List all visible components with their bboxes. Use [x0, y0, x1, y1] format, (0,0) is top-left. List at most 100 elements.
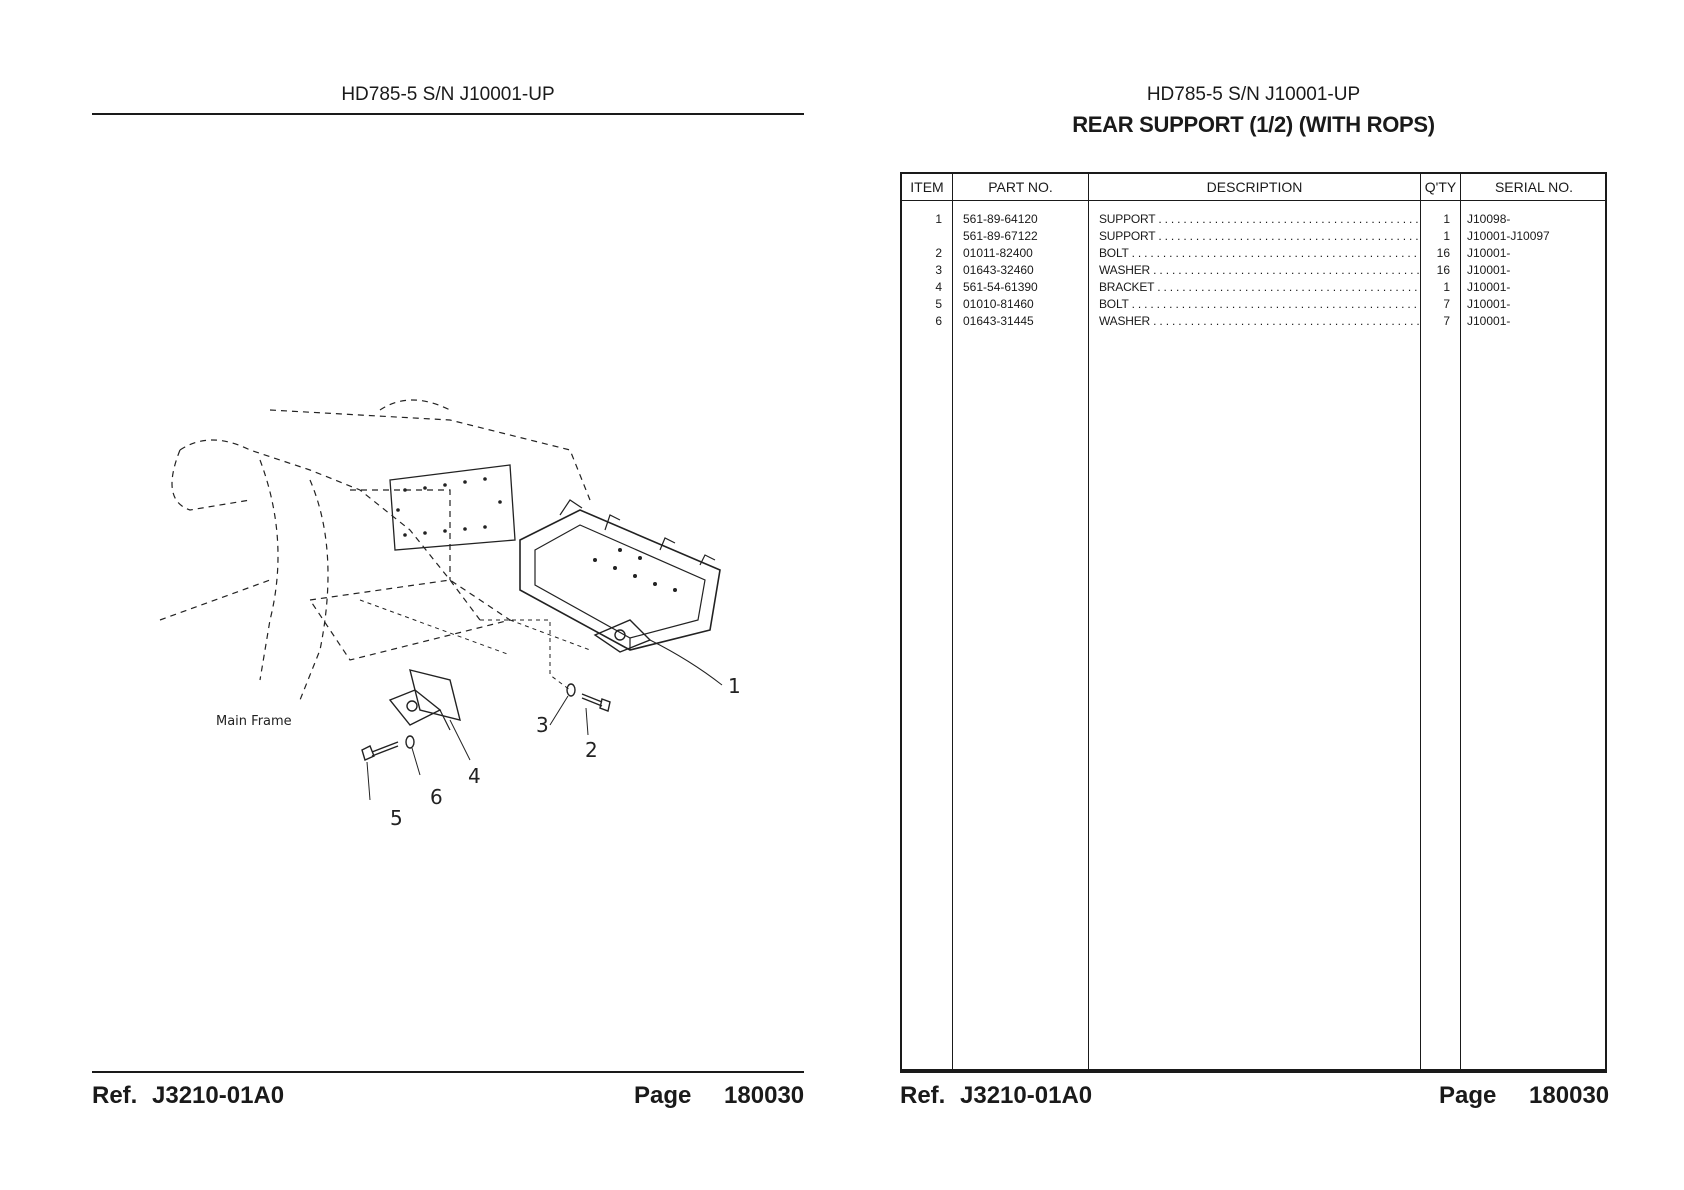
cell-item: 2: [935, 246, 942, 260]
cell-item: 5: [935, 297, 942, 311]
callout-1: 1: [728, 674, 741, 698]
left-footer-rule: [92, 1071, 804, 1073]
left-ref-label: Ref.: [92, 1082, 138, 1109]
description-text: SUPPORT: [1099, 212, 1156, 226]
description-text: BOLT: [1099, 246, 1129, 260]
cell-qty: 16: [1436, 263, 1450, 277]
right-footer-rule: [900, 1071, 1607, 1073]
callout-2: 2: [585, 738, 598, 762]
support-item-1: [519, 509, 721, 651]
col-header-description: DESCRIPTION: [1206, 179, 1303, 195]
callout-5: 5: [390, 806, 403, 830]
description-text: BRACKET: [1099, 280, 1155, 294]
cell-item: [902, 228, 942, 245]
frame-rail-left: [259, 459, 279, 681]
washer-item-6: [405, 735, 415, 749]
cell-part-no: 561-54-61390: [963, 280, 1038, 294]
callout-3: 3: [536, 713, 549, 737]
right-ref-label: Ref.: [900, 1082, 946, 1109]
cell-description: WASHER . . . . . . . . . . . . . . . . .…: [1099, 313, 1419, 330]
left-page-value: 180030: [724, 1082, 805, 1109]
table-row: 2 01011-82400 BOLT . . . . . . . . . . . .…: [902, 245, 1605, 262]
washer-item-3: [566, 683, 576, 697]
cell-description: SUPPORT . . . . . . . . . . . . . . . . …: [1099, 228, 1419, 245]
leader-dots: . . . . . . . . . . . . . . . . . . . . …: [1131, 297, 1419, 311]
cell-description: BRACKET . . . . . . . . . . . . . . . . …: [1099, 279, 1419, 296]
col-header-qty: Q'TY: [1424, 179, 1457, 195]
cell-item: 6: [935, 314, 942, 328]
left-header-rule: [92, 113, 804, 115]
table-row: 4 561-54-61390 BRACKET . . . . . . . . . .…: [902, 279, 1605, 296]
cell-part-no: 01011-82400: [963, 246, 1033, 260]
cell-serial: J10001-: [1467, 297, 1511, 311]
cell-part-no: 561-89-64120: [963, 212, 1038, 226]
frame-outline-mid: [179, 439, 481, 621]
cell-serial: J10001-: [1467, 246, 1511, 260]
leader-dots: . . . . . . . . . . . . . . . . . . . . …: [1158, 212, 1419, 226]
leader-dots: . . . . . . . . . . . . . . . . . . . . …: [1153, 314, 1419, 328]
callout-6: 6: [430, 785, 443, 809]
table-row: 5 01010-81460 BOLT . . . . . . . . . . . .…: [902, 296, 1605, 313]
cell-qty: 1: [1443, 212, 1450, 226]
left-ref-value: J3210-01A0: [152, 1082, 285, 1109]
description-text: SUPPORT: [1099, 229, 1156, 243]
col-header-serial-no: SERIAL NO.: [1494, 179, 1574, 195]
leader-dots: . . . . . . . . . . . . . . . . . . . . …: [1131, 246, 1419, 260]
cell-qty: 7: [1443, 297, 1450, 311]
leader-dots: . . . . . . . . . . . . . . . . . . . . …: [1157, 280, 1419, 294]
left-page-header: HD785-5 S/N J10001-UP: [341, 84, 555, 105]
cell-description: WASHER . . . . . . . . . . . . . . . . .…: [1099, 262, 1419, 279]
cell-item: 1: [935, 212, 942, 226]
page-title: REAR SUPPORT (1/2) (WITH ROPS): [1072, 112, 1435, 137]
col-header-part-no: PART NO.: [988, 179, 1053, 195]
cell-serial: J10001-: [1467, 263, 1511, 277]
right-ref-value: J3210-01A0: [960, 1082, 1093, 1109]
frame-outline-left: [171, 449, 251, 511]
description-text: WASHER: [1099, 314, 1151, 328]
cell-item: 4: [935, 280, 942, 294]
frame-top-arc: [379, 399, 451, 411]
frame-rail-right: [299, 479, 329, 701]
cell-part-no: 561-89-67122: [963, 229, 1038, 243]
parts-table: ITEM PART NO. DESCRIPTION Q'TY SERIAL NO…: [900, 172, 1607, 1071]
left-page-label: Page: [634, 1082, 692, 1109]
cell-description: BOLT . . . . . . . . . . . . . . . . . .…: [1099, 296, 1419, 313]
leader-dots: . . . . . . . . . . . . . . . . . . . . …: [1158, 229, 1419, 243]
cell-serial: J10001-: [1467, 280, 1511, 294]
right-page-header: HD785-5 S/N J10001-UP: [1146, 84, 1361, 105]
main-frame-label: Main Frame: [216, 714, 292, 729]
bolt-item-5: [371, 741, 399, 757]
mount-plate: [389, 464, 516, 551]
table-row: 1 561-89-64120 SUPPORT . . . . . . . . . .…: [902, 211, 1605, 228]
frame-outline-top: [269, 409, 591, 501]
callout-4: 4: [468, 764, 481, 788]
right-page-number: Page 180030: [1439, 1082, 1609, 1110]
table-row: 561-89-67122 SUPPORT . . . . . . . . . . …: [902, 228, 1605, 245]
cell-qty: 1: [1443, 280, 1450, 294]
cell-part-no: 01643-31445: [963, 314, 1034, 328]
support-holes: [593, 548, 677, 592]
bracket-item-4: [409, 669, 461, 721]
cell-serial: J10098-: [1467, 212, 1511, 226]
description-text: WASHER: [1099, 263, 1151, 277]
right-ref: Ref. J3210-01A0: [900, 1082, 1092, 1110]
mount-plate-holes: [396, 477, 502, 537]
cell-part-no: 01010-81460: [963, 297, 1034, 311]
cell-part-no: 01643-32460: [963, 263, 1034, 277]
cell-qty: 1: [1443, 229, 1450, 243]
leader-dots: . . . . . . . . . . . . . . . . . . . . …: [1153, 263, 1419, 277]
cell-serial: J10001-: [1467, 314, 1511, 328]
right-page-label: Page: [1439, 1082, 1497, 1109]
left-ref: Ref. J3210-01A0: [92, 1082, 284, 1110]
table-row: 6 01643-31445 WASHER . . . . . . . . . . .…: [902, 313, 1605, 330]
left-page-number: Page 180030: [634, 1082, 804, 1110]
cell-description: BOLT . . . . . . . . . . . . . . . . . .…: [1099, 245, 1419, 262]
description-text: BOLT: [1099, 297, 1129, 311]
frame-lower-line: [159, 579, 271, 621]
cell-qty: 7: [1443, 314, 1450, 328]
bolt-item-2: [581, 693, 603, 707]
exploded-parts-diagram: Main Frame 1 2 3 4 5 6: [159, 399, 741, 830]
cell-description: SUPPORT . . . . . . . . . . . . . . . . …: [1099, 211, 1419, 228]
right-page-value: 180030: [1529, 1082, 1610, 1109]
